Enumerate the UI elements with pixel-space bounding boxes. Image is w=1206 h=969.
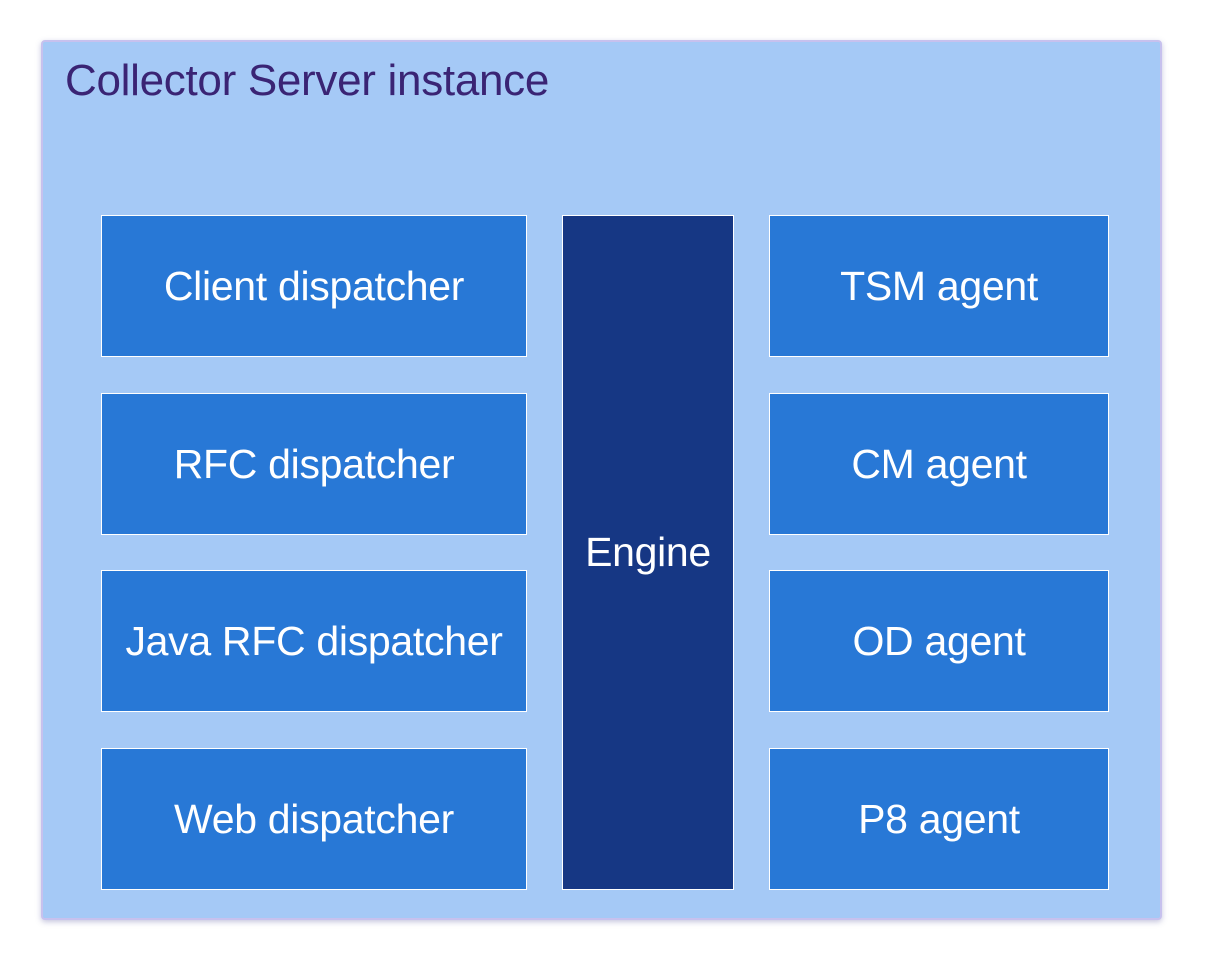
- od-agent-box: OD agent: [769, 570, 1109, 712]
- java-rfc-dispatcher-box: Java RFC dispatcher: [101, 570, 527, 712]
- client-dispatcher-box: Client dispatcher: [101, 215, 527, 357]
- p8-agent-box: P8 agent: [769, 748, 1109, 890]
- collector-server-instance: Collector Server instance Client dispatc…: [41, 40, 1162, 920]
- collector-server-title: Collector Server instance: [65, 56, 550, 105]
- rfc-dispatcher-box: RFC dispatcher: [101, 393, 527, 535]
- cm-agent-box: CM agent: [769, 393, 1109, 535]
- engine-box: Engine: [562, 215, 734, 890]
- tsm-agent-box: TSM agent: [769, 215, 1109, 357]
- web-dispatcher-box: Web dispatcher: [101, 748, 527, 890]
